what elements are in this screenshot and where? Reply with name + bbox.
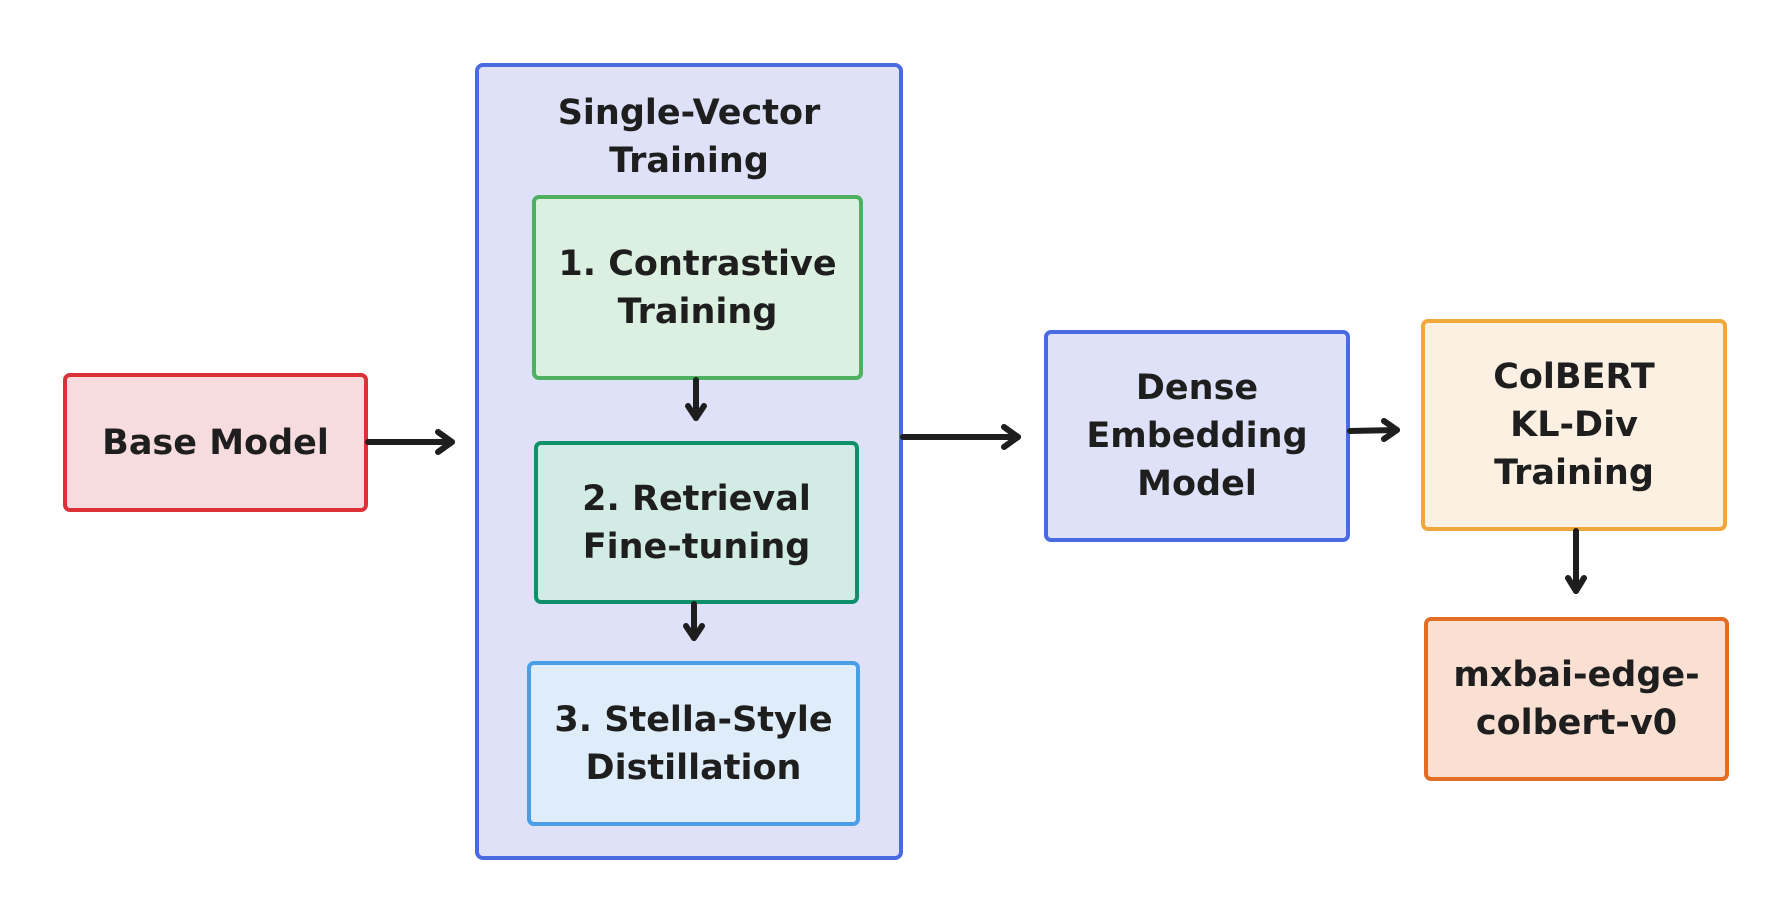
dense-embedding-model-node: Dense Embedding Model bbox=[1044, 330, 1350, 542]
arrow-colbert-to-final bbox=[1565, 528, 1587, 594]
arrow-base-to-training bbox=[365, 429, 455, 455]
arrow-step2-to-step3 bbox=[683, 601, 705, 641]
stella-style-distillation-step: 3. Stella-Style Distillation bbox=[527, 661, 860, 826]
mxbai-edge-colbert-v0-label: mxbai-edge- colbert-v0 bbox=[1453, 655, 1700, 743]
dense-embedding-model-label: Dense Embedding Model bbox=[1086, 368, 1308, 504]
single-vector-training-title: Single-Vector Training bbox=[557, 93, 821, 181]
arrow-training-to-dense bbox=[900, 424, 1021, 450]
arrow-dense-to-colbert bbox=[1347, 418, 1400, 442]
base-model-label: Base Model bbox=[102, 422, 329, 463]
contrastive-training-label: 1. Contrastive Training bbox=[558, 243, 837, 332]
mxbai-edge-colbert-v0-node: mxbai-edge- colbert-v0 bbox=[1424, 617, 1729, 781]
arrow-step1-to-step2 bbox=[685, 377, 707, 421]
colbert-kl-div-training-label: ColBERT KL-Div Training bbox=[1493, 357, 1655, 493]
retrieval-fine-tuning-label: 2. Retrieval Fine-tuning bbox=[582, 478, 811, 567]
stella-style-distillation-label: 3. Stella-Style Distillation bbox=[554, 699, 833, 788]
retrieval-fine-tuning-step: 2. Retrieval Fine-tuning bbox=[534, 441, 859, 604]
colbert-kl-div-training-node: ColBERT KL-Div Training bbox=[1421, 319, 1727, 531]
